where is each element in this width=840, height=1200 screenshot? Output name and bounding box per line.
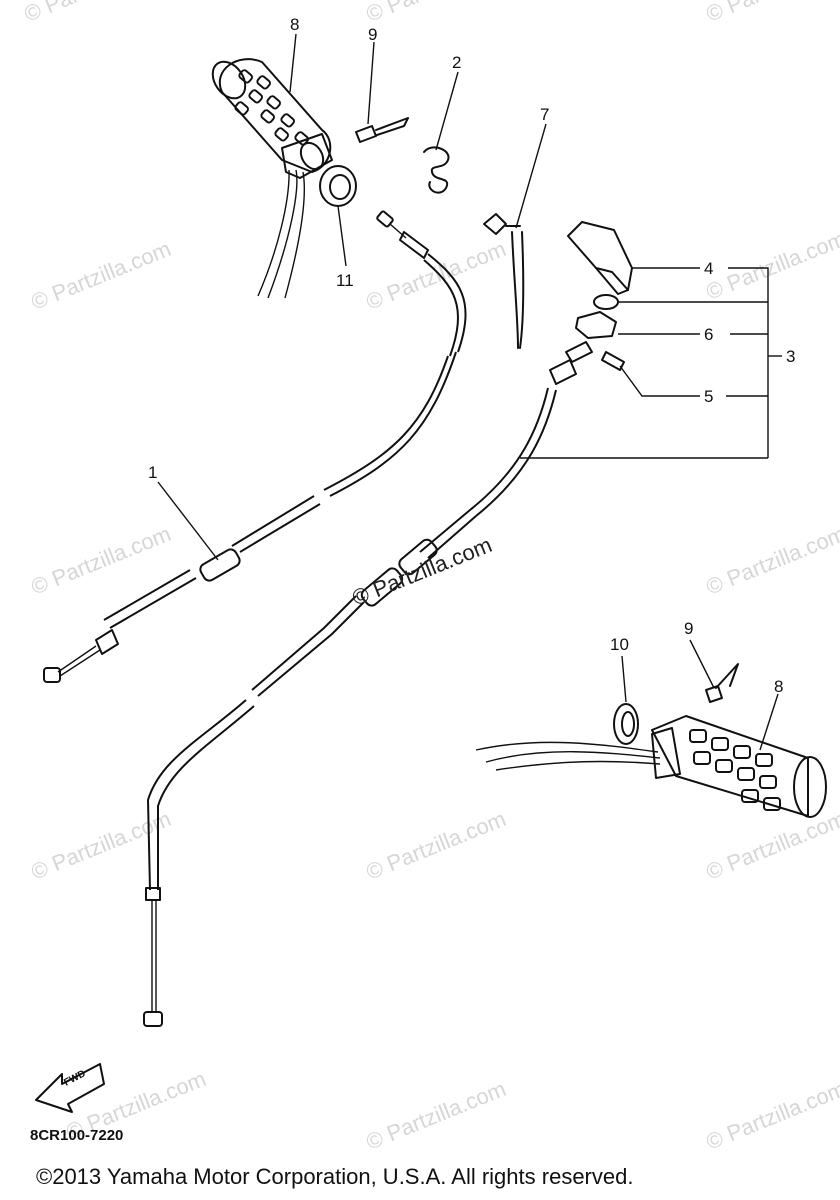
watermark: © Partzilla.com	[703, 806, 840, 885]
watermark: © Partzilla.com	[363, 236, 510, 315]
washer-part-6	[575, 294, 619, 339]
callout-4: 4	[704, 259, 713, 278]
callout-9-right: 9	[684, 619, 693, 638]
watermark: © Partzilla.com	[28, 236, 175, 315]
watermark: © Partzilla.com	[28, 806, 175, 885]
grip-left-part-8	[211, 58, 333, 299]
watermark: © Partzilla.com	[703, 226, 840, 305]
watermark: © Partzilla.com	[21, 0, 168, 27]
clip-part-2	[423, 146, 450, 194]
watermark: © Partzilla.com	[363, 806, 510, 885]
collar-part-10	[613, 703, 639, 745]
callout-numbers: 8 9 2 7 4 11 6 3 5 1 10 9 8	[148, 15, 795, 696]
fwd-arrow-icon: FWD	[35, 1063, 105, 1113]
center-watermark: © Partzilla.com	[349, 532, 496, 611]
diagram-code: 8CR100-7220	[30, 1127, 124, 1144]
callout-9-top: 9	[368, 25, 377, 44]
callout-10: 10	[610, 635, 629, 654]
collar-part-11	[319, 165, 357, 207]
watermark: © Partzilla.com	[363, 0, 510, 27]
callout-6: 6	[704, 325, 713, 344]
watermark: © Partzilla.com	[703, 521, 840, 600]
bracket-part-4	[567, 221, 633, 295]
callout-3: 3	[786, 347, 795, 366]
pin-part-5	[601, 351, 625, 371]
callout-2: 2	[452, 53, 461, 72]
screw-part-9-top	[355, 117, 409, 143]
callout-11: 11	[336, 271, 354, 290]
copyright-text: ©2013 Yamaha Motor Corporation, U.S.A. A…	[36, 1164, 634, 1189]
clutch-cable-part-1	[43, 210, 467, 683]
watermark: © Partzilla.com	[703, 1076, 840, 1155]
grip-right-part-8	[475, 715, 827, 818]
watermark: © Partzilla.com	[703, 0, 840, 27]
leader-lines	[157, 33, 782, 751]
callout-7: 7	[540, 105, 549, 124]
callout-1: 1	[148, 463, 157, 482]
throttle-cable-part-3	[143, 341, 593, 1027]
callout-8-right: 8	[774, 677, 783, 696]
watermark: © Partzilla.com	[363, 1076, 510, 1155]
watermark: © Partzilla.com	[28, 521, 175, 600]
fwd-label: FWD	[62, 1068, 87, 1088]
callout-5: 5	[704, 387, 713, 406]
tube-part-7	[483, 213, 525, 349]
callout-8-top: 8	[290, 15, 299, 34]
